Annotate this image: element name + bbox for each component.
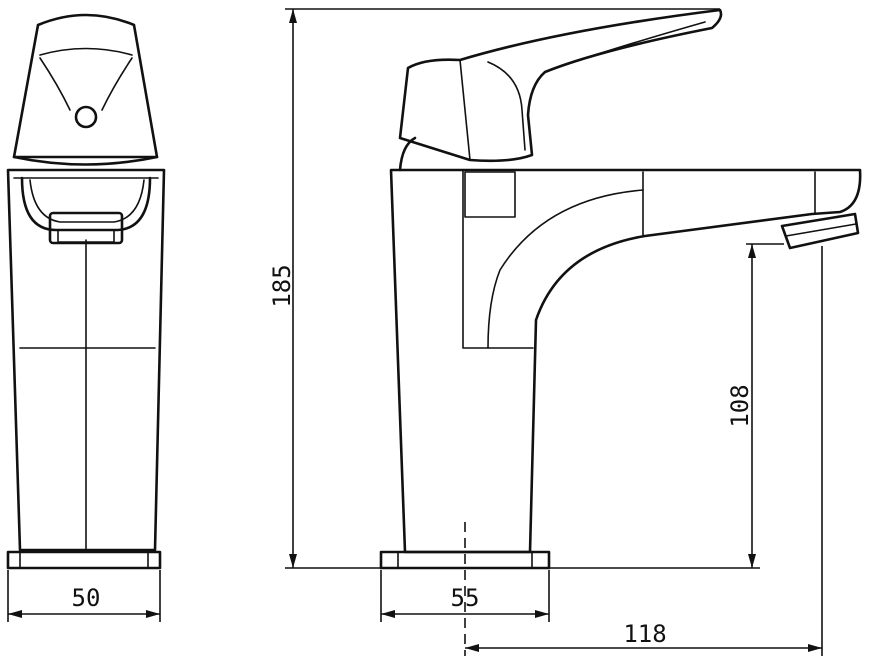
dimension-label-total-height: 185	[268, 264, 296, 307]
side-body	[389, 168, 862, 554]
dimension-base-width: 50	[7, 570, 161, 622]
dimension-label-body-depth: 55	[451, 584, 480, 612]
dimension-total-height: 185	[268, 8, 720, 569]
dimension-body-depth: 55	[380, 570, 550, 622]
front-lever-handle	[12, 13, 159, 159]
front-aerator	[48, 211, 124, 245]
front-view	[6, 13, 166, 570]
side-base-plate	[379, 550, 551, 570]
side-view	[379, 8, 862, 656]
front-collar	[12, 155, 159, 166]
front-indicator-hole	[74, 105, 98, 129]
front-base-plate	[6, 550, 162, 570]
dimension-label-spout-height: 108	[726, 384, 754, 427]
dimension-spout-height: 108	[549, 243, 784, 569]
side-lever-handle	[398, 8, 723, 163]
dimension-label-spout-reach: 118	[623, 620, 666, 648]
front-body	[6, 168, 166, 552]
side-aerator	[780, 212, 860, 250]
dimension-spout-reach: 118	[465, 246, 823, 656]
dimension-label-base-width: 50	[72, 584, 101, 612]
